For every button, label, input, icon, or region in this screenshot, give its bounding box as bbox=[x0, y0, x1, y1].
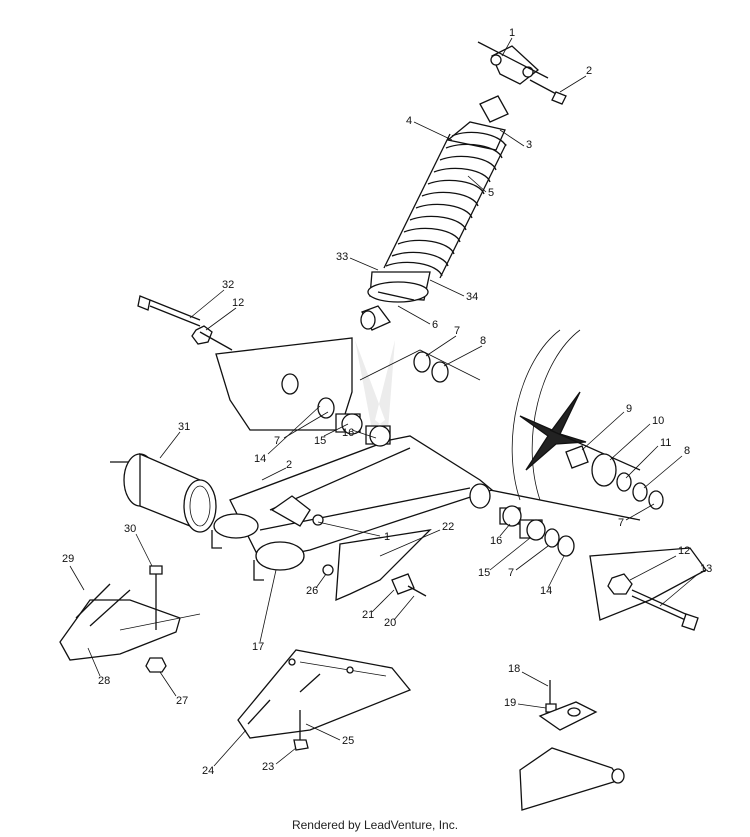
callout-32: 32 bbox=[222, 279, 234, 291]
shock-absorber bbox=[360, 41, 567, 331]
footer-credit: Rendered by LeadVenture, Inc. bbox=[291, 818, 459, 832]
callout-29: 29 bbox=[62, 553, 74, 565]
callout-2: 2 bbox=[286, 459, 292, 471]
callout-33: 33 bbox=[336, 251, 348, 263]
callout-12: 12 bbox=[232, 297, 244, 309]
callout-24: 24 bbox=[202, 765, 214, 777]
watermark bbox=[355, 340, 395, 430]
callout-20: 20 bbox=[384, 617, 396, 629]
callout-2: 2 bbox=[586, 65, 592, 77]
callout-16: 16 bbox=[490, 535, 502, 547]
callout-8: 8 bbox=[480, 335, 486, 347]
callout-labels: 1 2 4 3 5 33 34 6 32 12 7 8 31 14 7 15 1… bbox=[62, 27, 712, 777]
callout-27: 27 bbox=[176, 695, 188, 707]
callout-30: 30 bbox=[124, 523, 136, 535]
callout-7: 7 bbox=[508, 567, 514, 579]
callout-22: 22 bbox=[442, 521, 454, 533]
callout-5: 5 bbox=[488, 187, 494, 199]
callout-11: 11 bbox=[660, 437, 671, 449]
callout-9: 9 bbox=[626, 403, 632, 415]
lower-bracket bbox=[59, 565, 201, 673]
callout-13: 13 bbox=[700, 563, 712, 575]
callout-14: 14 bbox=[540, 585, 552, 597]
left-bushing-stack bbox=[317, 349, 481, 447]
callout-14: 14 bbox=[254, 453, 266, 465]
callout-23: 23 bbox=[262, 761, 274, 773]
callout-7: 7 bbox=[618, 517, 624, 529]
callout-28: 28 bbox=[98, 675, 110, 687]
callout-16: 16 bbox=[342, 427, 354, 439]
callout-19: 19 bbox=[504, 697, 516, 709]
callout-6: 6 bbox=[432, 319, 438, 331]
callout-4: 4 bbox=[406, 115, 412, 127]
pivot-tube bbox=[110, 453, 217, 533]
callout-34: 34 bbox=[466, 291, 478, 303]
callout-1: 1 bbox=[509, 27, 515, 39]
swing-arm bbox=[211, 435, 494, 602]
callout-18: 18 bbox=[508, 663, 520, 675]
callout-15: 15 bbox=[314, 435, 326, 447]
callout-1: 1 bbox=[384, 531, 390, 543]
callout-7: 7 bbox=[454, 325, 460, 337]
callout-31: 31 bbox=[178, 421, 190, 433]
callout-3: 3 bbox=[526, 139, 532, 151]
bumper-block bbox=[391, 573, 427, 597]
callout-10: 10 bbox=[652, 415, 664, 427]
skid-plate bbox=[237, 649, 412, 751]
right-bushing-stack bbox=[499, 445, 664, 557]
callout-7: 7 bbox=[274, 435, 280, 447]
callout-21: 21 bbox=[362, 609, 374, 621]
callout-8: 8 bbox=[684, 445, 690, 457]
callout-26: 26 bbox=[306, 585, 318, 597]
callout-12: 12 bbox=[678, 545, 690, 557]
right-frame-panel bbox=[589, 547, 707, 631]
callout-17: 17 bbox=[252, 641, 264, 653]
callout-15: 15 bbox=[478, 567, 490, 579]
callout-25: 25 bbox=[342, 735, 354, 747]
inset-detail bbox=[519, 680, 625, 811]
